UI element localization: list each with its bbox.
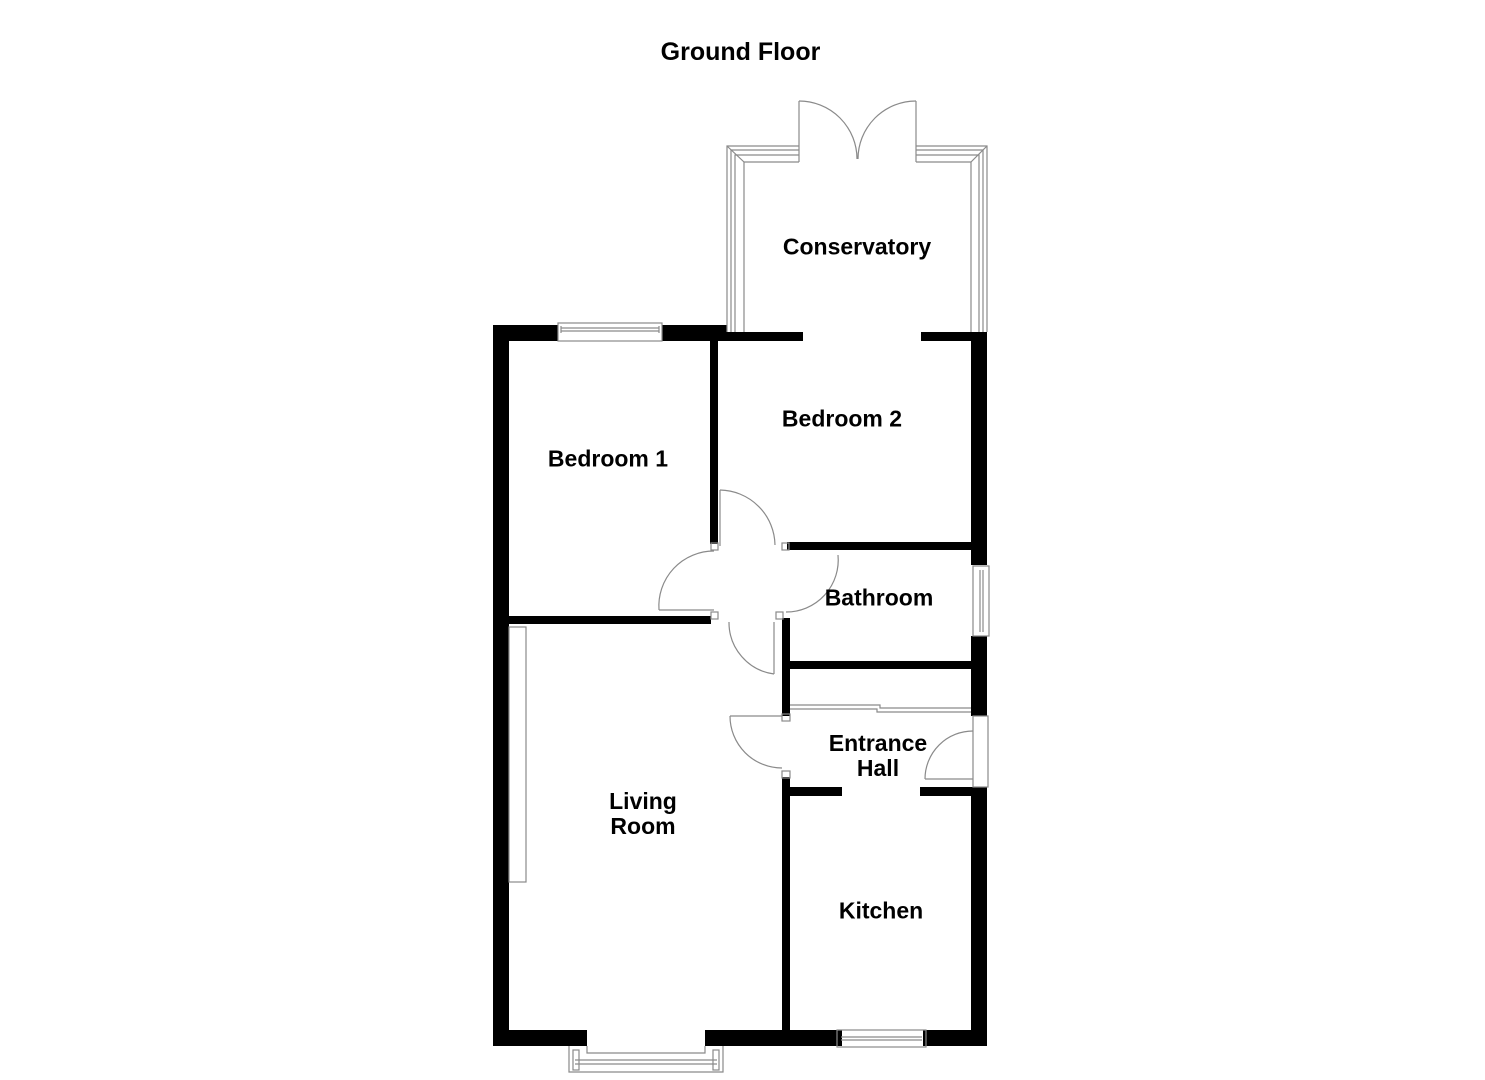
room-label-entrance-hall: Entrance Hall [829,731,927,781]
window-kitchen [836,1029,927,1048]
wall-bottom-b [705,1030,842,1046]
wall-hall-kitchen-a [782,787,842,796]
living-room-line2: Room [610,813,676,839]
wall-bath-left [782,618,790,676]
wall-living-hall-a [782,661,790,716]
wall-bed2-bath [787,542,973,550]
entrance-hall-line1: Entrance [828,730,928,756]
wall-cons-left [710,332,803,341]
wall-cons-right [921,332,987,341]
fixtures [508,100,990,1073]
window-bedroom1 [557,322,663,342]
entrance-hall-line2: Hall [856,755,900,781]
wall-hall-kitchen-b [920,787,987,796]
front-door-frame [972,715,989,788]
wall-top-bed1-a [493,325,558,341]
room-label-living-room: Living Room [609,789,677,839]
wall-bottom-c [923,1030,987,1046]
floor-title: Ground Floor [0,38,1485,67]
wall-living-kitchen [782,777,790,1046]
room-label-conservatory: Conservatory [782,233,932,260]
room-label-bedroom2: Bedroom 2 [781,405,903,432]
window-bathroom [972,565,990,637]
door-living-arc [728,621,775,675]
wall-bed-partition [710,332,718,544]
room-label-bathroom: Bathroom [824,584,934,611]
floor-title-text: Ground Floor [660,38,821,66]
cupboard-doors [790,704,971,709]
room-label-bedroom1: Bedroom 1 [547,445,669,472]
window-living-bay [586,1046,706,1054]
living-fixture [508,626,527,883]
wall-bottom-a [493,1030,587,1046]
wall-right-upper [971,332,987,565]
room-label-kitchen: Kitchen [838,897,924,924]
living-room-line1: Living [609,788,677,814]
walls [493,325,987,1046]
wall-left [493,325,509,1046]
wall-bed1-living [509,616,711,624]
wall-bath-bottom [782,661,973,669]
wall-right-mid [971,636,987,716]
wall-right-lower [971,787,987,1046]
door-bathroom [785,554,839,613]
